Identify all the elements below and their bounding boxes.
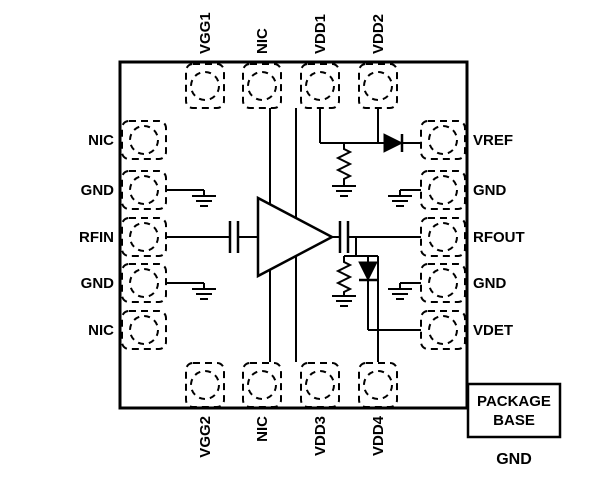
pin-label-rfin: RFIN — [79, 229, 114, 246]
vref-branch — [320, 133, 421, 197]
ground-symbol-right-lower — [388, 282, 421, 300]
rf-output-path — [332, 221, 421, 253]
pad-vref — [420, 120, 466, 160]
pin-label-nic-left-lower: NIC — [88, 322, 114, 339]
pad-vgg1 — [185, 63, 225, 109]
pad-vdet — [420, 310, 466, 350]
pin-label-vgg1: VGG1 — [197, 12, 214, 54]
pad-nic-left-lower — [121, 310, 167, 350]
dc-block-capacitor-input — [228, 221, 240, 253]
pin-label-vref: VREF — [473, 132, 513, 149]
package-base-outline — [466, 382, 562, 439]
pad-vdd3 — [300, 362, 340, 408]
pad-gnd-right-upper — [420, 170, 466, 210]
diode-anode-triangle — [383, 133, 404, 153]
package-base-gnd-label: GND — [496, 451, 532, 468]
pin-label-gnd-right-upper: GND — [473, 182, 507, 199]
pad-gnd-right-lower — [420, 263, 466, 303]
package-base-label-line2: BASE — [493, 412, 535, 429]
pin-label-vdd2: VDD2 — [370, 14, 387, 54]
pad-rfout — [420, 217, 466, 257]
pad-rfin — [121, 217, 167, 257]
pad-gnd-left-upper — [121, 170, 167, 210]
ground-symbol-vref — [332, 185, 356, 197]
pin-label-nic-left-upper: NIC — [88, 132, 114, 149]
ground-symbol-right-upper — [388, 189, 421, 207]
pin-label-vdet: VDET — [473, 322, 513, 339]
pad-vdd4 — [358, 362, 398, 408]
pin-label-gnd-right-lower: GND — [473, 275, 507, 292]
die-outline — [118, 60, 469, 410]
pad-nic-bottom — [242, 362, 282, 408]
pad-vdd1 — [300, 63, 340, 109]
resistor-vref — [335, 143, 353, 186]
pad-gnd-left-lower — [121, 263, 167, 303]
vdet-branch — [332, 237, 421, 331]
pin-label-vdd1: VDD1 — [312, 14, 329, 54]
pin-label-gnd-left-lower: GND — [81, 275, 115, 292]
pad-vgg2 — [185, 362, 225, 408]
ground-symbol-vdet — [332, 295, 356, 307]
resistor-vdet — [335, 256, 353, 296]
dc-block-capacitor-output — [338, 221, 350, 253]
ground-symbol-left-lower — [166, 282, 216, 300]
pin-label-vdd4: VDD4 — [370, 415, 387, 456]
diode-anode-triangle — [358, 261, 378, 282]
pin-label-rfout: RFOUT — [473, 229, 525, 246]
pin-label-gnd-left-upper: GND — [81, 182, 115, 199]
pad-nic-top — [242, 63, 282, 109]
diode-vdet — [358, 256, 378, 330]
pin-label-vdd3: VDD3 — [312, 416, 329, 456]
amplifier-symbol — [256, 195, 335, 279]
pin-label-nic-top: NIC — [254, 28, 271, 54]
pad-nic-left-upper — [121, 120, 167, 160]
rf-input-path — [166, 221, 258, 253]
pad-vdd2 — [358, 63, 398, 109]
package-base-box: PACKAGE BASE — [466, 382, 562, 439]
ground-symbol-left-upper — [166, 189, 216, 207]
diode-vref — [383, 133, 404, 153]
pin-label-nic-bottom: NIC — [254, 416, 271, 442]
package-base-label-line1: PACKAGE — [477, 393, 551, 410]
pin-label-vgg2: VGG2 — [197, 416, 214, 458]
